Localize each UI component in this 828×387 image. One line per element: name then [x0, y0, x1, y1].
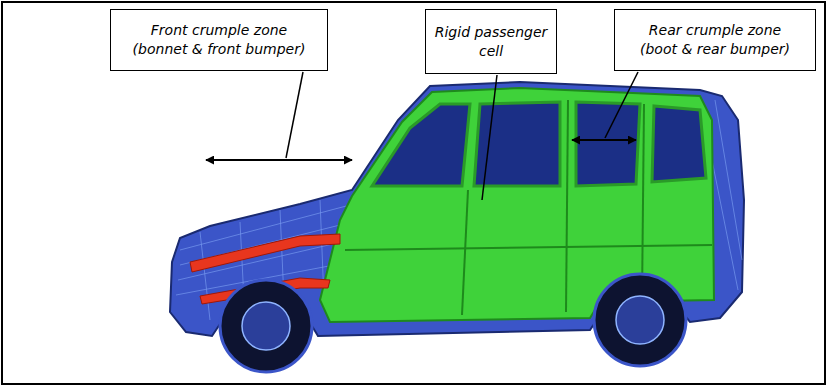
leader-line [605, 72, 638, 138]
rear-zone-label: Rear crumple zone (boot & rear bumper) [614, 9, 816, 71]
crash-rail [190, 234, 340, 272]
leader-line [482, 75, 497, 200]
cell-label: Rigid passenger cell [425, 9, 557, 74]
wheel-rim [616, 296, 664, 344]
car-illustration [170, 82, 744, 372]
zone-label-text: Rear crumple zone (boot & rear bumper) [635, 21, 795, 59]
window [576, 102, 640, 186]
front-wheel [220, 280, 312, 372]
leader-line [286, 72, 303, 158]
window [474, 102, 560, 186]
wheel-rim [242, 302, 290, 350]
window [652, 106, 706, 182]
front-zone-label: Front crumple zone (bonnet & front bumpe… [110, 9, 328, 71]
window [372, 104, 470, 186]
rear-wheel [594, 274, 686, 366]
zone-label-text: Front crumple zone (bonnet & front bumpe… [127, 21, 311, 59]
zone-label-text: Rigid passenger cell [430, 23, 552, 61]
zone-arrow [572, 139, 636, 141]
zone-arrow [206, 159, 352, 161]
